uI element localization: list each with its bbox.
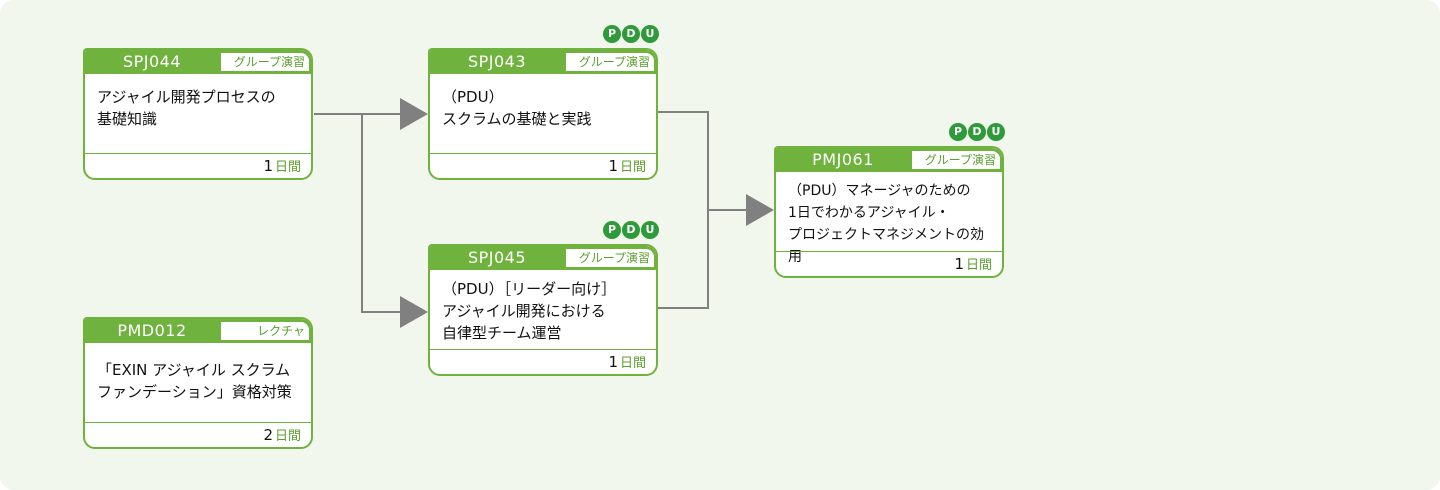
connector-merge-bracket [658,111,709,309]
pdu-letter-d: D [622,221,640,239]
arrowhead-spj043 [400,98,428,130]
duration-unit: 日間 [965,258,992,273]
duration-unit: 日間 [274,160,301,175]
course-code: SPJ044 [122,52,182,71]
course-type-label: レクチャ [221,322,309,340]
duration-days: 1 [954,255,964,273]
pdu-badge-spj043: P D U [603,25,659,45]
course-title: 「EXIN アジャイル スクラム ファンデーション」資格対策 [97,361,292,401]
pdu-letter-p: P [603,221,621,239]
pdu-letter-p: P [949,123,967,141]
card-header: PMD012 レクチャ [85,319,311,343]
course-title: （PDU）マネージャのための 1日でわかるアジャイル・ プロジェクトマネジメント… [788,183,984,265]
course-title: アジャイル開発プロセスの 基礎知識 [97,88,276,128]
duration-days: 1 [608,353,618,371]
course-type-label: グループ演習 [566,249,654,267]
course-title: （PDU）［リーダー向け］ アジャイル開発における 自律型チーム運営 [442,280,617,342]
duration-unit: 日間 [619,160,646,175]
card-header: SPJ044 グループ演習 [85,50,311,74]
pdu-letter-u: U [641,221,659,239]
arrowhead-pmj061 [746,194,774,226]
duration-days: 1 [608,157,618,175]
course-code: PMJ061 [812,150,874,169]
card-header: PMJ061 グループ演習 [776,148,1002,172]
duration-days: 1 [263,157,273,175]
course-type-label: グループ演習 [221,53,309,71]
duration-unit: 日間 [274,429,301,444]
course-code: SPJ045 [467,248,527,267]
duration-unit: 日間 [619,356,646,371]
pdu-letter-u: U [987,123,1005,141]
pdu-letter-d: D [622,25,640,43]
course-card-spj045[interactable]: SPJ045 グループ演習 （PDU）［リーダー向け］ アジャイル開発における … [428,244,658,376]
course-code: SPJ043 [467,52,527,71]
pdu-badge-spj045: P D U [603,221,659,241]
course-code: PMD012 [117,321,187,340]
course-title: （PDU） スクラムの基礎と実践 [442,88,592,128]
card-header: SPJ043 グループ演習 [430,50,656,74]
connector-spj044-spj045 [314,113,400,313]
course-card-pmd012[interactable]: PMD012 レクチャ 「EXIN アジャイル スクラム ファンデーション」資格… [83,317,313,449]
arrowhead-spj045 [400,296,428,328]
course-type-label: グループ演習 [912,151,1000,169]
course-type-label: グループ演習 [566,53,654,71]
card-header: SPJ045 グループ演習 [430,246,656,270]
pdu-letter-u: U [641,25,659,43]
duration-days: 2 [263,426,273,444]
course-card-pmj061[interactable]: PMJ061 グループ演習 （PDU）マネージャのための 1日でわかるアジャイル… [774,146,1004,278]
pdu-letter-p: P [603,25,621,43]
pdu-letter-d: D [968,123,986,141]
pdu-badge-pmj061: P D U [949,123,1005,143]
